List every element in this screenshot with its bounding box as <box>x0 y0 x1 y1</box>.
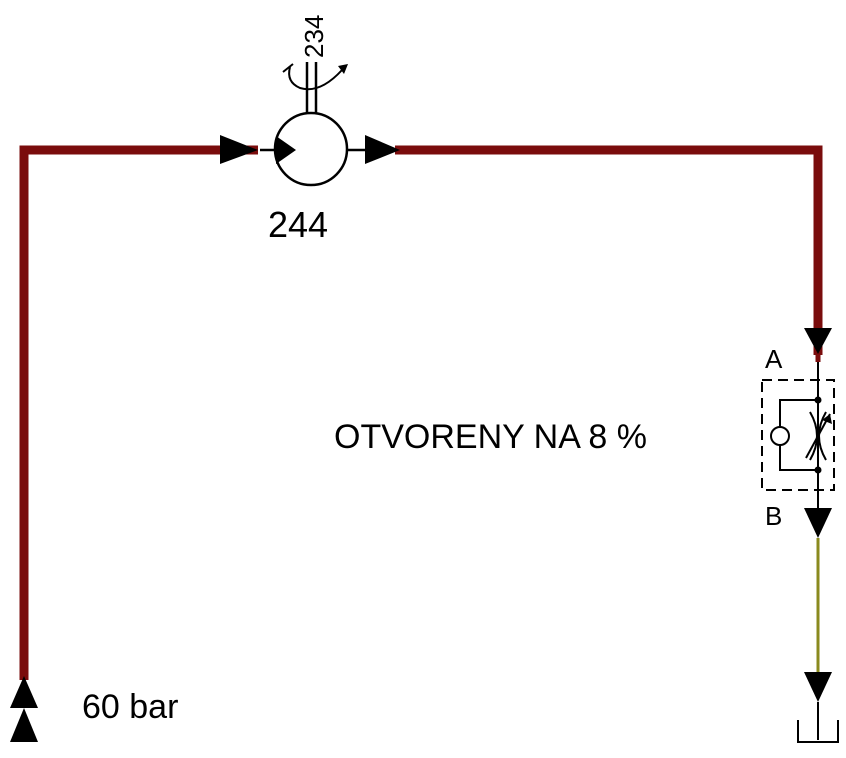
port-a-label: A <box>765 344 783 374</box>
flow-arrow-valve-out <box>804 508 832 538</box>
pressure-source-icon <box>10 676 38 742</box>
hydraulic-motor-icon <box>260 62 365 187</box>
motor-number: 244 <box>268 204 328 245</box>
flow-arrow-in <box>220 135 258 164</box>
flow-arrow-tank <box>804 672 832 702</box>
pressure-label: 60 bar <box>82 688 178 726</box>
port-b-label: B <box>765 501 782 531</box>
pressure-line-out <box>395 145 823 355</box>
pressure-line <box>19 145 258 680</box>
valve-state-label: OTVORENY NA 8 % <box>334 418 647 456</box>
shaft-number: 234 <box>299 15 329 58</box>
throttle-check-valve-icon <box>761 362 835 508</box>
tank-icon <box>797 702 839 743</box>
flow-arrow-out <box>365 135 400 164</box>
flow-arrow-valve-in <box>804 328 832 354</box>
